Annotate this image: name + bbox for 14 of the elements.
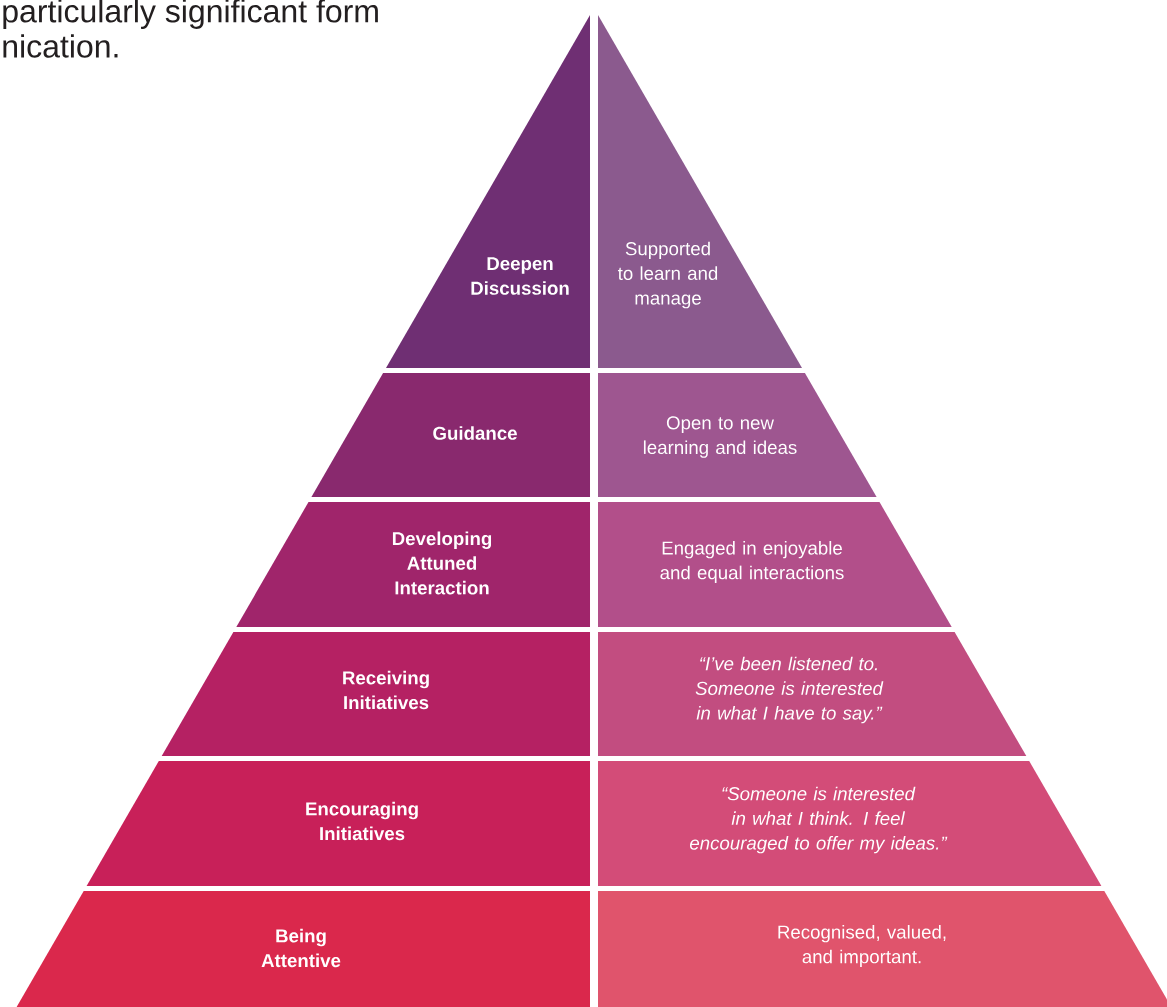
pyramid-segment: Receiving Initiatives — [161, 632, 590, 756]
pyramid-segment: Developing Attuned Interaction — [236, 502, 590, 627]
intro-text: nication. — [3, 34, 118, 58]
intro-text: particularly significant form — [3, 0, 378, 29]
pyramid-segment: Recognised, valued, and important. — [598, 891, 1167, 1007]
pyramid-segment: Encouraging Initiatives — [86, 761, 590, 886]
pyramid-segment: Supported to learn and manage — [598, 15, 802, 368]
pyramid-segment: Open to new learning and ideas — [598, 373, 877, 497]
pyramid-segment: “I’ve been listened to. Someone is interested in what I have to say.” — [598, 632, 1027, 756]
pyramid-segment: Being Attentive — [16, 891, 590, 1007]
pyramid-segment: Deepen Discussion — [386, 15, 590, 368]
pyramid-segment: “Someone is interested in what I think. I feel encouraged to offer my ideas.” — [598, 761, 1102, 886]
pyramid-segment: Guidance — [311, 373, 590, 497]
pyramid-segment: Engaged in enjoyable and equal interactions — [598, 502, 952, 627]
